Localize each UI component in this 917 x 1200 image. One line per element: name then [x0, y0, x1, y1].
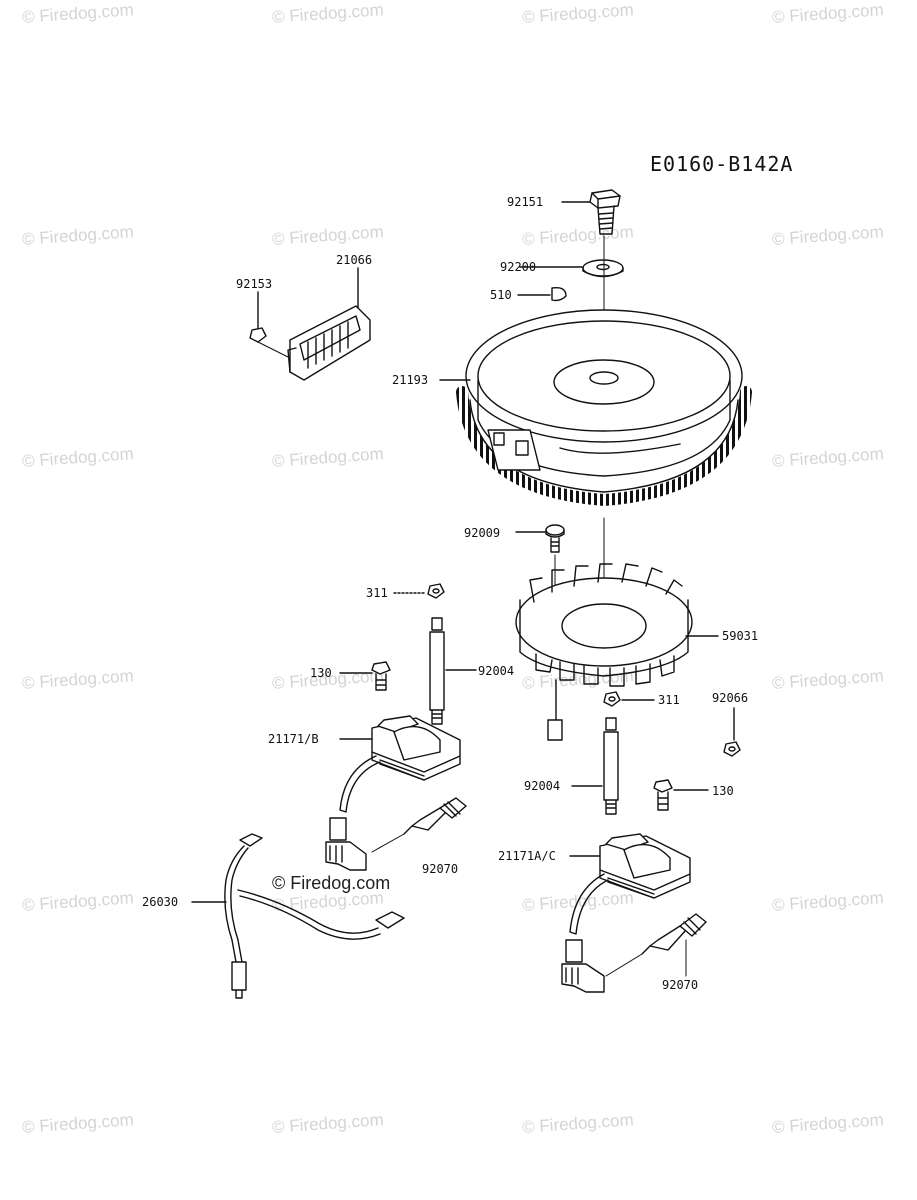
- part-label-92004-right[interactable]: 92004: [524, 779, 561, 793]
- diagram-id: E0160-B142A: [650, 152, 794, 176]
- part-label-92151[interactable]: 92151: [507, 195, 544, 209]
- stud-92004-left: [429, 617, 445, 725]
- bolt-130-right: [653, 779, 673, 811]
- key-510: [551, 286, 567, 302]
- bolt-92151: [589, 189, 621, 235]
- part-label-311-right[interactable]: 311: [658, 693, 680, 707]
- part-label-311-left[interactable]: 311: [366, 586, 388, 600]
- part-label-21171b[interactable]: 21171/B: [268, 732, 319, 746]
- part-label-21193[interactable]: 21193: [392, 373, 429, 387]
- part-label-92070-left[interactable]: 92070: [422, 862, 459, 876]
- wire-harness-26030: [224, 833, 405, 999]
- part-label-21171ac[interactable]: 21171A/C: [498, 849, 556, 863]
- part-label-510[interactable]: 510: [490, 288, 512, 302]
- ignition-coil-21171ac: [561, 833, 691, 993]
- ignition-coil-21171b: [325, 715, 461, 871]
- nut-92066: [723, 741, 741, 757]
- part-label-21066[interactable]: 21066: [336, 253, 373, 267]
- stud-92004-right: [603, 717, 619, 815]
- part-label-26030[interactable]: 26030: [142, 895, 179, 909]
- part-label-130-left[interactable]: 130: [310, 666, 332, 680]
- part-label-92200[interactable]: 92200: [500, 260, 537, 274]
- watermark-center: © Firedog.com: [272, 873, 391, 893]
- nut-311-left: [427, 583, 445, 599]
- spark-plug-92070-left: [371, 797, 467, 853]
- nut-92153: [249, 327, 291, 359]
- part-label-92066[interactable]: 92066: [712, 691, 749, 705]
- bolt-130-left: [371, 661, 391, 691]
- part-label-92009[interactable]: 92009: [464, 526, 501, 540]
- part-label-92004-left[interactable]: 92004: [478, 664, 515, 678]
- part-label-130-right[interactable]: 130: [712, 784, 734, 798]
- nut-311-right: [603, 691, 621, 707]
- part-label-59031[interactable]: 59031: [722, 629, 759, 643]
- flywheel-21193: [456, 309, 752, 506]
- stator-59031: [515, 563, 693, 741]
- washer-92200: [582, 259, 624, 278]
- part-label-92070-right[interactable]: 92070: [662, 978, 699, 992]
- screw-92009: [545, 524, 565, 553]
- regulator-21066: [287, 305, 371, 381]
- part-label-92153[interactable]: 92153: [236, 277, 273, 291]
- spark-plug-92070-right: [605, 913, 707, 977]
